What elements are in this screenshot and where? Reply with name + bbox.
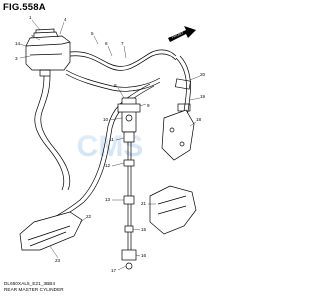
callout-label: 3: [15, 56, 18, 61]
figure-title: FIG.558A: [3, 2, 46, 13]
callout-label: 4: [64, 17, 67, 22]
callout-label: 17: [111, 268, 117, 273]
callout-label: 12: [105, 163, 111, 168]
footer-model: DL650XAL5_E21_3BB4: [4, 281, 56, 286]
side-cover: [149, 185, 197, 235]
callout-label: 8: [114, 83, 117, 88]
callout-label: 16: [141, 253, 147, 258]
callout-label: 19: [200, 94, 206, 99]
push-rod: [121, 142, 137, 270]
master-cylinder: [117, 97, 141, 143]
callout-label: 21: [141, 201, 147, 206]
callout-label: 7: [121, 41, 124, 46]
front-arrow: FRONT: [168, 26, 196, 42]
callout-label: 6: [105, 41, 108, 46]
callout-label: 13: [105, 197, 111, 202]
callout-leaders: [19, 19, 201, 271]
callout-label: 2: [31, 34, 34, 39]
callout-label: 9: [147, 103, 150, 108]
heel-guard: [19, 211, 83, 251]
callout-label: 20: [200, 72, 206, 77]
callout-label: 23: [55, 258, 61, 263]
callout-label: 11: [109, 137, 114, 142]
callout-label: 18: [196, 117, 202, 122]
svg-text:FRONT: FRONT: [171, 31, 185, 40]
mounting-bracket: [161, 109, 195, 161]
callout-label: 15: [141, 227, 147, 232]
callout-numbers: 1 2 14 3 4 5 6 7 8 9 10 11 12 13 15 16 1…: [15, 15, 206, 273]
upper-hose: [65, 49, 177, 92]
callout-label: 1: [29, 15, 32, 20]
callout-label: 5: [91, 31, 94, 36]
reservoir-hose: [34, 75, 71, 191]
callout-label: 10: [103, 117, 109, 122]
parts-diagram: CMS: [15, 15, 206, 273]
reservoir-tank: [25, 28, 71, 77]
footer-caption: REAR MASTER CYLINDER: [4, 287, 64, 292]
callout-label: 14: [15, 41, 21, 46]
callout-label: 22: [86, 214, 92, 219]
